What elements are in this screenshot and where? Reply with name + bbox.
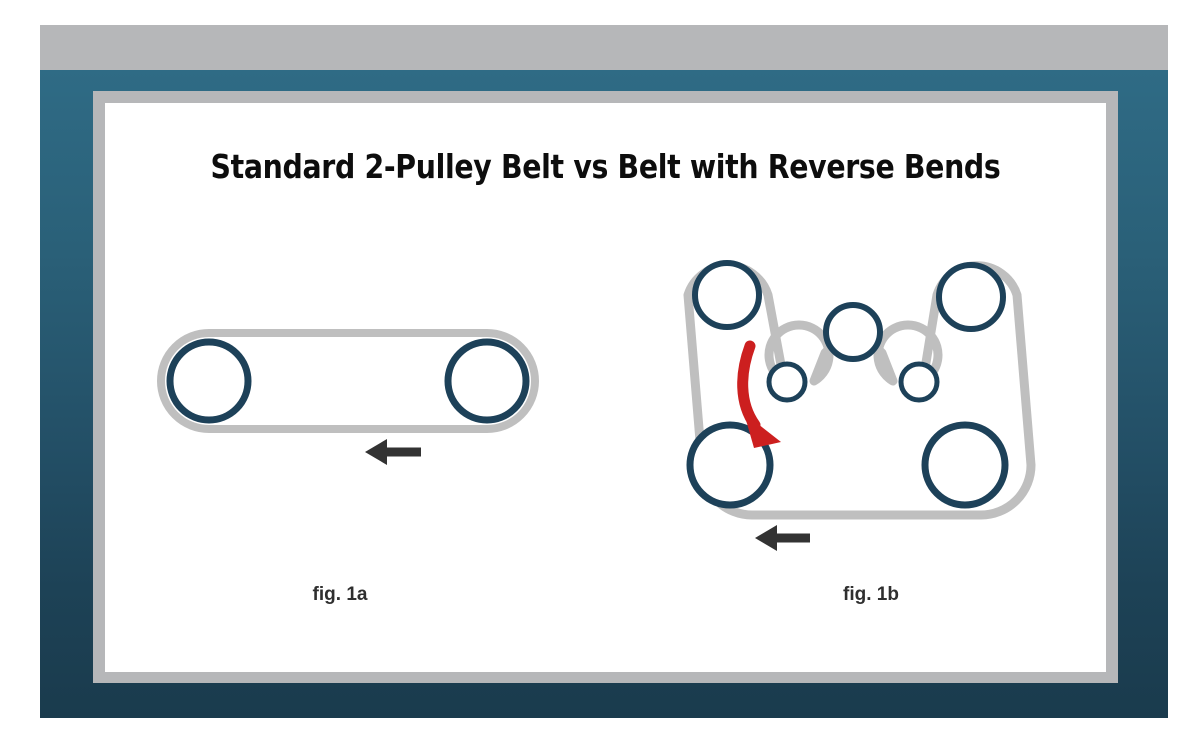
white-content-panel: Standard 2-Pulley Belt vs Belt with Reve… — [105, 103, 1106, 672]
reverse-bend-callout-arrow — [737, 340, 781, 448]
pulley-bottom-right — [921, 421, 1009, 509]
belt-direction-arrow-1a — [365, 439, 421, 465]
figure-1b: fig. 1b — [683, 260, 1036, 605]
figure-caption-1a: fig. 1a — [313, 584, 368, 605]
belt-diagram: fig. 1a — [157, 260, 1036, 605]
pulley-top-left — [692, 260, 762, 330]
pulley-center-top — [823, 302, 883, 362]
page-title: Standard 2-Pulley Belt vs Belt with Reve… — [210, 147, 1001, 186]
pulley-bottom-left — [686, 421, 774, 509]
belt-loop-1a — [157, 329, 539, 433]
belt-direction-arrow-1b — [755, 525, 810, 551]
belt-loop-1b — [683, 261, 1036, 520]
figure-1a: fig. 1a — [157, 329, 539, 605]
idler-left-reverse-bend — [766, 361, 808, 403]
idler-right-reverse-bend — [898, 361, 940, 403]
pulley-top-right — [936, 262, 1006, 332]
figure-caption-1b: fig. 1b — [843, 584, 899, 605]
top-gray-bar — [40, 25, 1168, 70]
pulley-left — [166, 338, 252, 424]
pulley-right — [444, 338, 530, 424]
